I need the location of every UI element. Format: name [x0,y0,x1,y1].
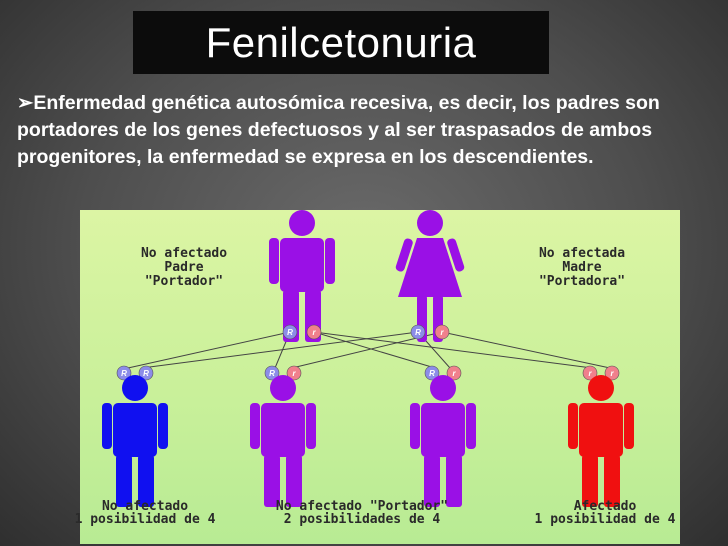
child-carrier-1-figure [250,375,316,507]
father-figure [269,210,335,342]
child-3-alleles: R r [424,365,462,381]
svg-text:r: r [588,369,592,378]
svg-text:R: R [415,328,421,337]
child-1-label-1: No afectado [102,499,188,514]
father-label-3: "Portador" [145,274,223,289]
svg-text:R: R [269,369,275,378]
svg-text:R: R [143,369,149,378]
svg-text:r: r [610,369,614,378]
svg-text:R: R [429,369,435,378]
child-unaffected-figure [102,375,168,507]
father-alleles: R r [282,324,322,340]
slide-title: Fenilcetonuria [205,18,477,66]
child-1-label-2: 1 posibilidad de 4 [75,512,216,527]
inheritance-svg: No afectado Padre "Portador" No afectada… [75,210,676,527]
mother-alleles: R r [410,324,450,340]
svg-text:R: R [121,369,127,378]
svg-text:R: R [287,328,293,337]
child-3-label-2: 1 posibilidad de 4 [535,512,676,527]
svg-text:r: r [292,369,296,378]
mother-label-2: Madre [562,260,601,275]
bullet-paragraph: ➢Enfermedad genética autosómica recesiva… [17,90,717,171]
child-2-label-1: No afectado "Portador" [276,499,448,514]
child-1-alleles: R R [116,365,154,381]
mother-label-3: "Portadora" [539,274,625,289]
bullet-marker-icon: ➢ [17,92,34,114]
mother-label-1: No afectada [539,246,625,261]
svg-text:r: r [452,369,456,378]
svg-text:r: r [440,328,444,337]
child-2-alleles: R r [264,365,302,381]
title-box: Fenilcetonuria [133,11,549,74]
inheritance-diagram: No afectado Padre "Portador" No afectada… [75,210,680,544]
child-affected-figure [568,375,634,507]
svg-text:r: r [312,328,316,337]
bullet-text: Enfermedad genética autosómica recesiva,… [17,92,660,168]
father-label-1: No afectado [141,246,227,261]
father-label-2: Padre [164,260,203,275]
child-2-label-2: 2 posibilidades de 4 [284,512,441,527]
cross-lines [127,331,611,369]
child-carrier-2-figure [410,375,476,507]
child-4-alleles: r r [582,365,620,381]
mother-figure [394,210,466,342]
child-3-label-1: Afectado [574,499,637,514]
